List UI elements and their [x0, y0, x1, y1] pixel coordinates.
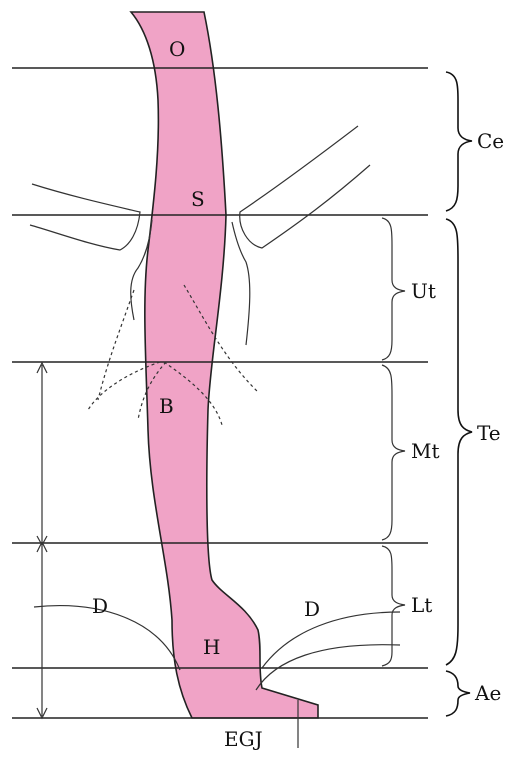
right-clavicle — [240, 126, 370, 248]
brace-te — [446, 219, 472, 665]
label-te: Te — [477, 421, 501, 445]
left-clavicle — [30, 184, 140, 250]
label-ce: Ce — [477, 129, 504, 153]
label-ae: Ae — [474, 681, 501, 705]
brace-lt — [382, 546, 405, 666]
brace-mt — [382, 365, 405, 540]
right-diaphragm — [262, 612, 400, 668]
label-s: S — [191, 187, 205, 211]
brace-ce — [446, 72, 472, 211]
right-trachea-wall — [232, 222, 250, 345]
label-b: B — [159, 394, 174, 418]
label-d-left: D — [92, 594, 108, 618]
label-egj: EGJ — [224, 727, 263, 751]
label-h: H — [203, 635, 220, 659]
label-o: O — [169, 37, 185, 61]
label-lt: Lt — [411, 593, 432, 617]
label-ut: Ut — [411, 279, 436, 303]
brace-ut — [382, 218, 405, 360]
brace-ae — [446, 671, 470, 716]
esophagus-tube — [131, 12, 318, 718]
label-mt: Mt — [411, 439, 440, 463]
label-d-right: D — [304, 597, 320, 621]
